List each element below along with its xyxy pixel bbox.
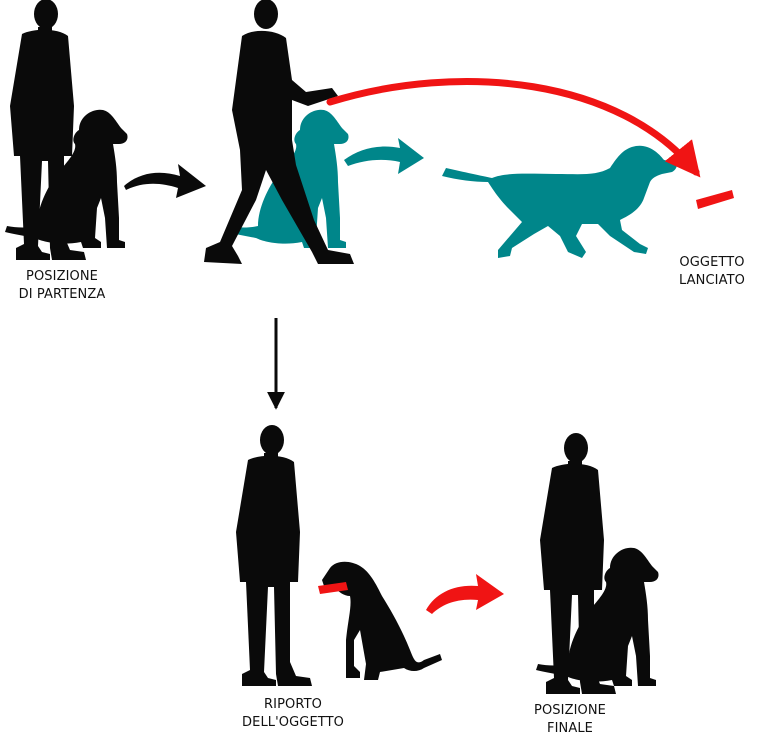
label-line: DI PARTENZA [18, 287, 106, 302]
label-line: OGGETTO [679, 255, 745, 270]
label-line: DELL'OGGETTO [242, 715, 344, 730]
label-line: RIPORTO [264, 697, 322, 712]
thrown-object-icon [318, 582, 348, 594]
curved-arrow-icon [124, 164, 206, 198]
running-dog-icon [442, 145, 677, 258]
sitting-dog-icon [322, 561, 442, 680]
label-line: FINALE [547, 721, 593, 736]
label-retrieve: RIPORTO DELL'OGGETTO [232, 696, 354, 732]
throw-arc-arrow-icon [326, 77, 701, 178]
start-position-group [5, 0, 128, 260]
curved-arrow-icon [426, 574, 504, 614]
label-line: LANCIATO [679, 273, 745, 288]
label-thrown-object: OGGETTO LANCIATO [668, 254, 756, 290]
label-final-position: POSIZIONE FINALE [520, 702, 620, 738]
final-position-group [536, 433, 659, 694]
retrieve-position-group [236, 425, 442, 686]
label-line: POSIZIONE [26, 269, 98, 284]
label-line: POSIZIONE [534, 703, 606, 718]
label-start-position: POSIZIONE DI PARTENZA [6, 268, 118, 304]
thrown-object-icon [696, 190, 734, 209]
walking-position-group [204, 0, 354, 264]
person-silhouette-icon [236, 425, 312, 686]
curved-arrow-icon [344, 138, 424, 174]
